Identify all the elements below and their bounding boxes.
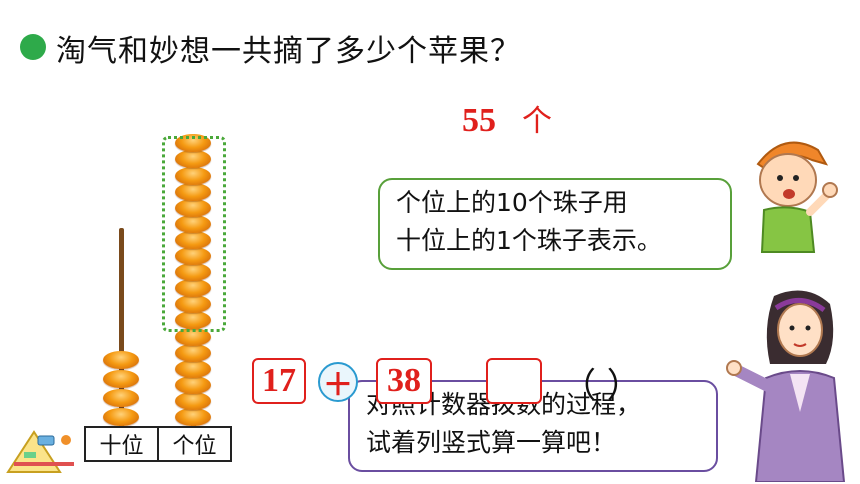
question-text: 淘气和妙想一共摘了多少个苹果？: [56, 34, 521, 69]
place-label-tens: 十位: [99, 434, 144, 459]
abacus-bead: [175, 247, 211, 265]
abacus-bead: [175, 391, 211, 410]
abacus-bead: [175, 359, 211, 378]
place-label-ones: 个位: [157, 428, 230, 460]
abacus-bead: [103, 389, 139, 407]
place-value-table: 十位 个位: [84, 426, 232, 462]
math-tools-icon: [6, 430, 74, 473]
bubble-line: 十位上的1个珠子表示。: [396, 226, 662, 255]
abacus-bead: [175, 263, 211, 282]
abacus-bead: [175, 311, 211, 330]
abacus-bead: [175, 214, 211, 233]
teacher-character-icon: [726, 290, 846, 482]
abacus-bead: [175, 327, 211, 346]
abacus-bead: [103, 351, 139, 369]
abacus-bead: [175, 166, 211, 185]
plus-sign: ＋: [318, 362, 358, 403]
abacus-bead: [175, 230, 211, 249]
abacus-bead: [175, 343, 211, 362]
abacus-bead: [175, 182, 211, 201]
abacus-bead: [103, 408, 139, 426]
addend-first-box: 17: [252, 358, 306, 404]
tens-rod: [119, 228, 124, 428]
answer: 55 个: [462, 96, 552, 140]
abacus-bead: [175, 295, 211, 314]
abacus-bead: [175, 198, 211, 217]
addend-second-box: 38: [376, 358, 432, 404]
answer-unit: 个: [522, 104, 552, 139]
bubble-line: 试着列竖式算一算吧！: [366, 428, 617, 457]
abacus-bead: [175, 375, 211, 394]
ten-bead-group-outline: [162, 136, 226, 332]
boy-speech-bubble: 个位上的10个珠子用 十位上的1个珠子表示。: [378, 178, 732, 270]
answer-parentheses: （ ）: [562, 366, 641, 406]
abacus-bead: [175, 150, 211, 169]
result-blank-box: [486, 358, 542, 404]
abacus-bead: [175, 279, 211, 298]
boy-character-icon: [756, 141, 838, 253]
answer-value: 55: [462, 102, 496, 139]
bubble-line: 个位上的10个珠子用: [396, 188, 628, 217]
abacus-bead: [103, 370, 139, 388]
green-bullet-dot: [20, 34, 46, 60]
abacus-bead: [175, 408, 211, 426]
